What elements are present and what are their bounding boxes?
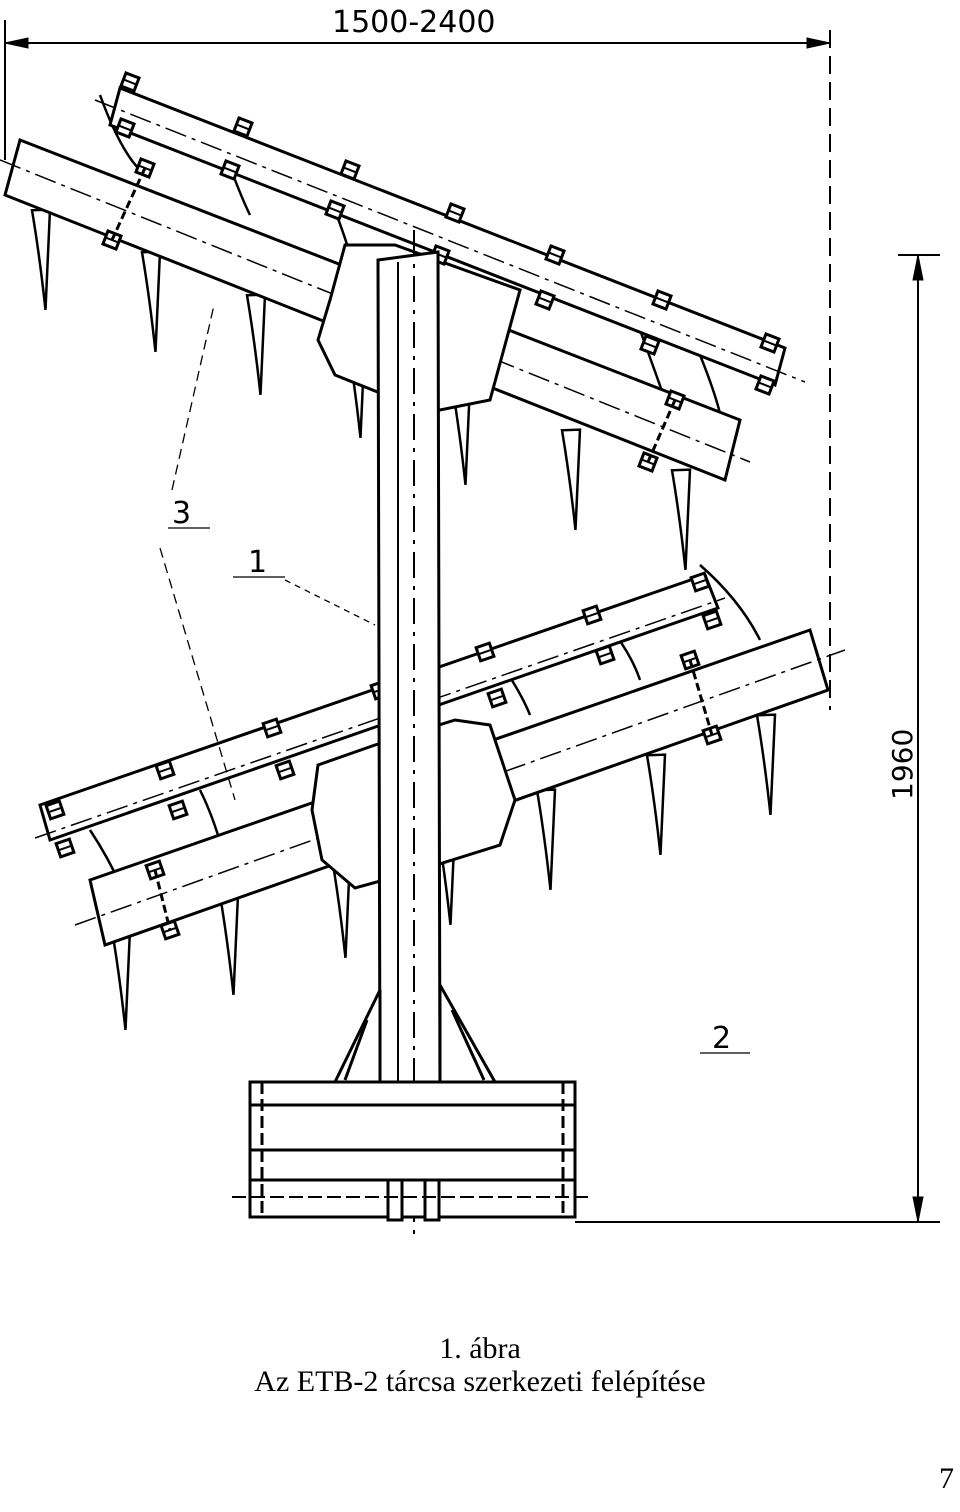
- figure-title: Az ETB-2 tárcsa szerkezeti felépítése: [254, 1365, 706, 1398]
- figure-number: 1. ábra: [439, 1332, 521, 1365]
- width-dimension: 1500-2400: [4, 5, 831, 710]
- callout-1: 1: [248, 545, 267, 580]
- upper-gang-bolts: [101, 71, 781, 473]
- callout-2: 2: [712, 1021, 731, 1056]
- height-dimension-label: 1960: [886, 729, 919, 800]
- lower-gang-bolts: [44, 571, 723, 941]
- callout-leaders: [159, 304, 750, 1054]
- height-dimension: 1960: [575, 254, 940, 1223]
- callout-3: 3: [172, 496, 191, 531]
- base-plate: [232, 1080, 590, 1222]
- width-dimension-label: 1500-2400: [332, 5, 496, 40]
- central-column: [376, 230, 442, 1240]
- technical-drawing: 1500-2400 1960: [0, 5, 940, 1240]
- page-number: 7: [939, 1462, 954, 1495]
- upper-gang-frame-bar: [94, 85, 806, 388]
- column-gussets: [332, 979, 498, 1084]
